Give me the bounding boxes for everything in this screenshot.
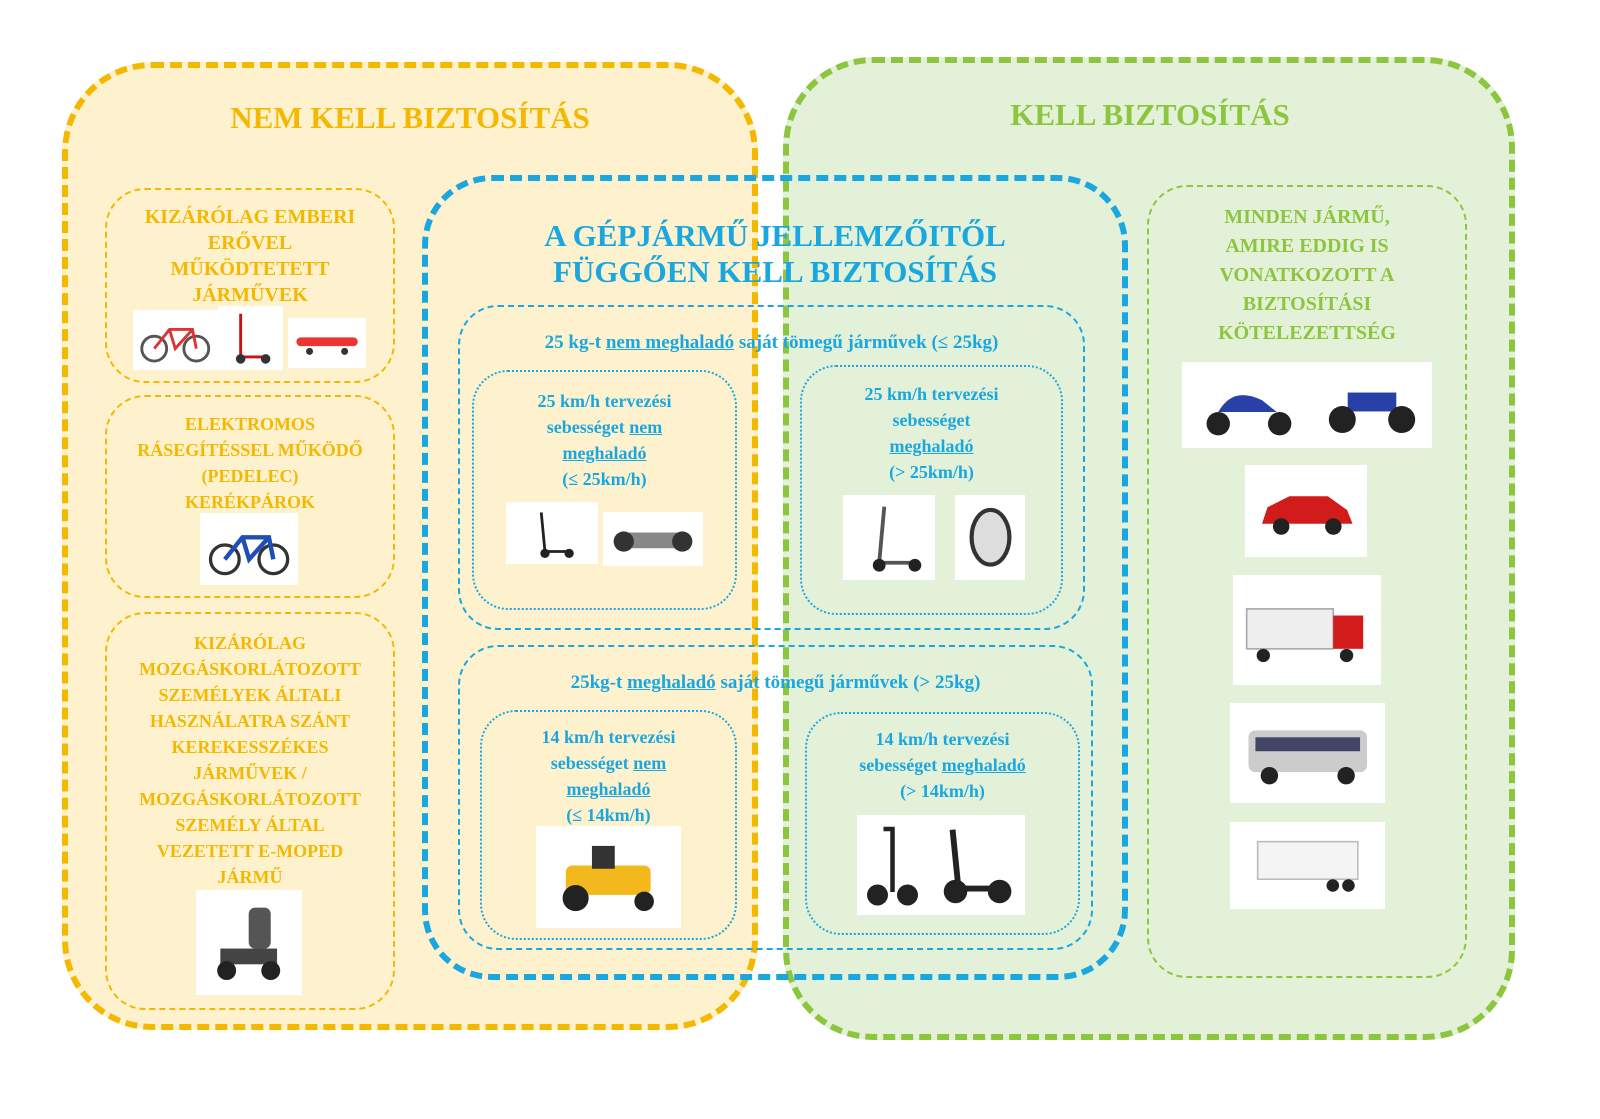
conditional-insurance-region — [422, 175, 1128, 980]
box-line: (> 14km/h) — [900, 781, 985, 801]
box-line: 14 km/h tervezési — [541, 727, 676, 747]
bicycle-image — [133, 310, 218, 370]
box-line: meghaladó — [941, 755, 1026, 775]
box-line: ELEKTROMOS — [184, 414, 316, 434]
box-line: meghaladó — [562, 443, 647, 463]
label-part: saját tömegű járművek (≤ 25kg) — [734, 332, 999, 353]
e-scooter-image — [506, 502, 598, 564]
box-line: (≤ 25km/h) — [562, 469, 647, 489]
box-line: sebességet — [892, 410, 971, 430]
box-line: KÖTELEZETTSÉG — [1218, 322, 1396, 344]
box-line: BIZTOSÍTÁSI — [1242, 293, 1372, 315]
box-line: (> 25km/h) — [889, 462, 974, 482]
label-underlined: nem meghaladó — [605, 332, 735, 353]
moped-image — [1182, 362, 1312, 448]
box-line: SZEMÉLY ÁLTAL — [175, 815, 325, 835]
label-part: 25 kg-t — [544, 332, 606, 353]
heavy-vehicles-box — [458, 645, 1093, 950]
light-slow-box: 25 km/h tervezési sebességet nem meghala… — [472, 370, 737, 610]
e-scooter-image — [843, 495, 935, 580]
box-line: AMIRE EDDIG IS — [1225, 235, 1389, 257]
kick-scooter-image — [218, 306, 283, 370]
e-bike-image — [200, 513, 298, 585]
box-line: meghaladó — [566, 779, 651, 799]
heavy-fast-box: 14 km/h tervezési sebességet meghaladó (… — [805, 712, 1080, 935]
insurance-title: KELL BIZTOSÍTÁS — [1010, 97, 1290, 132]
box-line: KIZÁRÓLAG — [193, 633, 307, 653]
box-line: JÁRMŰVEK / — [193, 763, 307, 783]
box-line: 14 km/h tervezési — [875, 729, 1010, 749]
box-line: MŰKÖDTETETT — [170, 258, 330, 280]
wheelchair-box: KIZÁRÓLAG MOZGÁSKORLÁTOZOTT SZEMÉLYEK ÁL… — [105, 612, 395, 1010]
box-line: KERÉKPÁROK — [184, 492, 315, 512]
label-part: 25kg-t — [570, 672, 628, 693]
box-line: 25 km/h tervezési — [537, 391, 672, 411]
offroad-e-scooter-image — [927, 815, 1025, 915]
light-vehicles-label: 25 kg-t nem meghaladó saját tömegű jármű… — [458, 330, 1085, 356]
segway-image — [857, 815, 927, 915]
box-line: KIZÁRÓLAG EMBERI — [144, 206, 356, 228]
bus-image — [1230, 703, 1385, 803]
hoverboard-image — [603, 512, 703, 566]
human-powered-box: KIZÁRÓLAG EMBERI ERŐVEL MŰKÖDTETETT JÁRM… — [105, 188, 395, 383]
box-line: 25 km/h tervezési — [864, 384, 999, 404]
car-image — [1245, 465, 1367, 557]
box-line: JÁRMŰ — [217, 867, 283, 887]
box-line: SZEMÉLYEK ÁLTALI — [158, 685, 342, 705]
title-line: FÜGGŐEN KELL BIZTOSÍTÁS — [553, 254, 997, 289]
box-line: MOZGÁSKORLÁTOZOTT — [139, 659, 361, 679]
monowheel-image — [955, 495, 1025, 580]
box-line: sebességet — [550, 753, 634, 773]
box-line: RÁSEGÍTÉSSEL MŰKÖDŐ — [137, 440, 363, 460]
no-insurance-title: NEM KELL BIZTOSÍTÁS — [230, 100, 590, 135]
riding-mower-image — [536, 826, 681, 928]
title-line: A GÉPJÁRMŰ JELLEMZŐITŐL — [544, 218, 1006, 253]
quad-image — [1312, 362, 1432, 448]
box-line: nem — [629, 417, 663, 437]
box-line: (≤ 14km/h) — [566, 805, 651, 825]
box-line: VONATKOZOTT A — [1219, 264, 1395, 286]
conditional-title: A GÉPJÁRMŰ JELLEMZŐITŐL FÜGGŐEN KELL BIZ… — [425, 218, 1125, 290]
skateboard-image — [288, 318, 366, 368]
label-underlined: meghaladó — [627, 672, 716, 693]
box-line: (PEDELEC) — [201, 466, 299, 486]
box-line: MINDEN JÁRMŰ, — [1224, 206, 1390, 228]
box-line: ERŐVEL — [207, 232, 293, 254]
box-line: sebességet — [546, 417, 630, 437]
light-fast-box: 25 km/h tervezési sebességet meghaladó (… — [800, 365, 1063, 615]
mobility-scooter-image — [196, 890, 302, 995]
label-part: saját tömegű járművek (> 25kg) — [715, 672, 981, 693]
pedelec-box: ELEKTROMOS RÁSEGÍTÉSSEL MŰKÖDŐ (PEDELEC)… — [105, 395, 395, 598]
box-line: nem — [633, 753, 667, 773]
box-line: VEZETETT E-MOPED — [156, 841, 344, 861]
box-line: meghaladó — [889, 436, 974, 456]
box-line: JÁRMŰVEK — [192, 284, 308, 306]
heavy-slow-box: 14 km/h tervezési sebességet nem meghala… — [480, 710, 737, 940]
box-line: MOZGÁSKORLÁTOZOTT — [139, 789, 361, 809]
box-line: sebességet — [859, 755, 942, 775]
light-vehicles-box — [458, 305, 1085, 630]
heavy-vehicles-label: 25kg-t meghaladó saját tömegű járművek (… — [458, 670, 1093, 696]
box-line: KEREKESSZÉKES — [171, 737, 329, 757]
all-vehicles-box: MINDEN JÁRMŰ, AMIRE EDDIG IS VONATKOZOTT… — [1147, 185, 1467, 978]
trailer-image — [1230, 822, 1385, 909]
box-line: HASZNÁLATRA SZÁNT — [149, 711, 351, 731]
truck-image — [1233, 575, 1381, 685]
